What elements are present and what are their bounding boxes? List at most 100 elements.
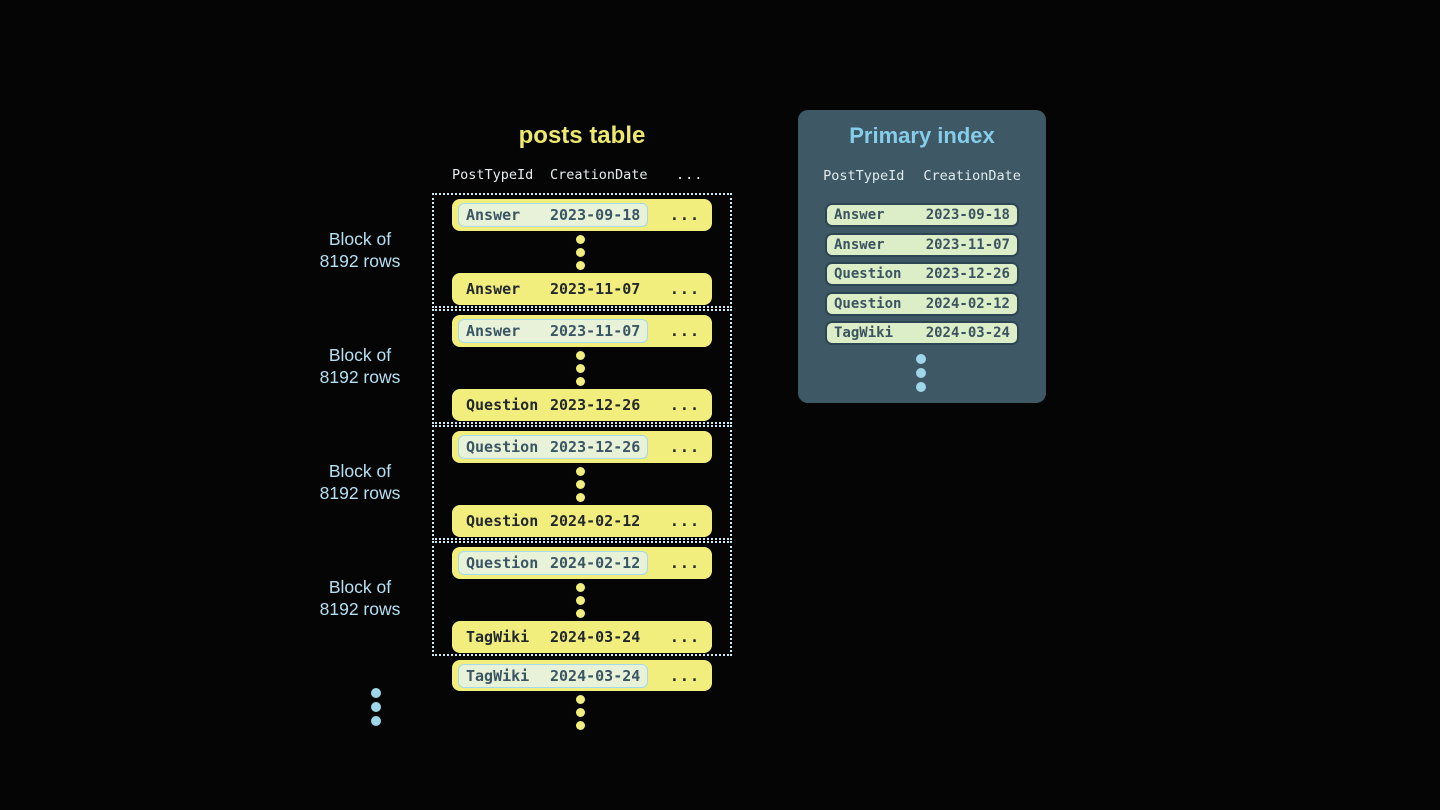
primary-index-title: Primary index — [849, 123, 995, 148]
dot — [576, 493, 585, 502]
dot — [576, 261, 585, 270]
primary-index-rows: Answer 2023-09-18 Answer 2023-11-07 Ques… — [825, 203, 1019, 345]
vertical-dots — [576, 583, 585, 618]
table-row: Answer 2023-09-18 ... — [452, 199, 712, 231]
row-date: 2024-02-12 — [925, 295, 1010, 312]
row-date: 2024-03-24 — [550, 628, 641, 646]
index-row: Answer 2023-09-18 — [825, 203, 1019, 227]
dot — [916, 368, 926, 378]
row-type: TagWiki — [834, 325, 894, 341]
block-label: Block of 8192 rows — [319, 229, 401, 271]
row-cells: TagWiki 2024-03-24 — [458, 625, 648, 649]
vertical-dots — [576, 351, 585, 386]
table-row: Question 2023-12-26 ... — [452, 389, 712, 421]
block-4: Question 2024-02-12 ... TagWiki 2024-03-… — [432, 541, 732, 656]
dot — [576, 467, 585, 476]
primary-index-panel: Primary index PostTypeId CreationDate An… — [798, 110, 1046, 403]
vertical-dots — [371, 688, 381, 726]
block-2: Answer 2023-11-07 ... Question 2023-12-2… — [432, 309, 732, 424]
vertical-dots — [576, 235, 585, 270]
row-more-ellipsis: ... — [669, 512, 700, 530]
row-type: TagWiki — [466, 666, 530, 685]
dot — [371, 716, 381, 726]
row-cells: Answer 2023-11-07 — [458, 277, 648, 301]
row-more-ellipsis: ... — [669, 438, 700, 456]
dot — [576, 721, 585, 730]
row-more-ellipsis: ... — [669, 396, 700, 414]
dot — [576, 235, 585, 244]
row-type: Question — [834, 266, 902, 282]
row-type: Answer — [466, 280, 521, 298]
row-date: 2023-12-26 — [550, 438, 641, 456]
row-type: Question — [466, 554, 539, 572]
row-type: Question — [466, 512, 539, 530]
row-type: Question — [466, 438, 539, 456]
more-columns-ellipsis: ... — [676, 167, 704, 183]
row-type: Question — [834, 295, 902, 312]
table-row: Question 2023-12-26 ... — [452, 431, 712, 463]
dot — [576, 364, 585, 373]
row-type: Answer — [466, 206, 521, 224]
index-row: Question 2024-02-12 — [825, 291, 1019, 316]
vertical-dots — [916, 354, 926, 392]
row-cells: Question 2024-02-12 — [458, 509, 648, 533]
dot — [371, 702, 381, 712]
row-more-ellipsis: ... — [669, 628, 700, 646]
index-row: Answer 2023-11-07 — [825, 232, 1019, 257]
column-header-creationdate: CreationDate — [550, 167, 648, 183]
index-row: TagWiki 2024-03-24 — [825, 321, 1019, 345]
row-more-ellipsis: ... — [669, 322, 700, 340]
dot — [916, 354, 926, 364]
vertical-dots — [576, 695, 585, 730]
primary-index-column-headers: PostTypeId CreationDate — [798, 168, 1046, 184]
row-date: 2023-11-07 — [550, 280, 641, 298]
row-type: Answer — [834, 207, 885, 223]
block-label: Block of 8192 rows — [319, 345, 401, 387]
row-date: 2023-12-26 — [550, 396, 641, 414]
row-type: TagWiki — [466, 628, 530, 646]
table-row-trailing: TagWiki 2024-03-24 ... — [452, 660, 712, 691]
vertical-dots — [576, 467, 585, 502]
dot — [576, 480, 585, 489]
block-label: Block of 8192 rows — [319, 577, 401, 619]
column-header-posttypeid: PostTypeId — [823, 168, 905, 184]
dot — [576, 596, 585, 605]
row-date: 2024-02-12 — [550, 554, 641, 572]
row-date: 2023-09-18 — [925, 207, 1010, 223]
row-date: 2024-03-24 — [550, 666, 641, 685]
block-label: Block of 8192 rows — [319, 461, 401, 503]
dot — [576, 695, 585, 704]
dot — [576, 377, 585, 386]
row-date: 2023-12-26 — [925, 266, 1010, 282]
dot — [576, 583, 585, 592]
row-more-ellipsis: ... — [669, 666, 700, 685]
row-highlight: Question 2024-02-12 — [458, 551, 649, 575]
column-header-posttypeid: PostTypeId — [452, 167, 534, 183]
row-more-ellipsis: ... — [669, 206, 700, 224]
row-highlight: Answer 2023-09-18 — [458, 203, 649, 227]
row-date: 2024-02-12 — [550, 512, 641, 530]
block-3: Question 2023-12-26 ... Question 2024-02… — [432, 425, 732, 540]
row-type: Answer — [834, 236, 885, 253]
row-date: 2023-11-07 — [925, 236, 1010, 253]
row-more-ellipsis: ... — [669, 280, 700, 298]
dot — [576, 609, 585, 618]
row-highlight: TagWiki 2024-03-24 — [458, 663, 649, 688]
dot — [576, 351, 585, 360]
row-cells: Question 2023-12-26 — [458, 393, 648, 417]
block-1: Answer 2023-09-18 ... Answer 2023-11-07 … — [432, 193, 732, 308]
table-row: Answer 2023-11-07 ... — [452, 315, 712, 347]
table-row: Question 2024-02-12 ... — [452, 505, 712, 537]
row-type: Answer — [466, 322, 521, 340]
row-more-ellipsis: ... — [669, 554, 700, 572]
row-date: 2023-11-07 — [550, 322, 641, 340]
table-row: Question 2024-02-12 ... — [452, 547, 712, 579]
dot — [916, 382, 926, 392]
row-highlight: Answer 2023-11-07 — [458, 319, 649, 343]
table-row: TagWiki 2024-03-24 ... — [452, 621, 712, 653]
posts-table-column-headers: PostTypeId CreationDate ... — [452, 167, 712, 185]
dot — [371, 688, 381, 698]
table-row: Answer 2023-11-07 ... — [452, 273, 712, 305]
column-header-creationdate: CreationDate — [923, 168, 1021, 184]
